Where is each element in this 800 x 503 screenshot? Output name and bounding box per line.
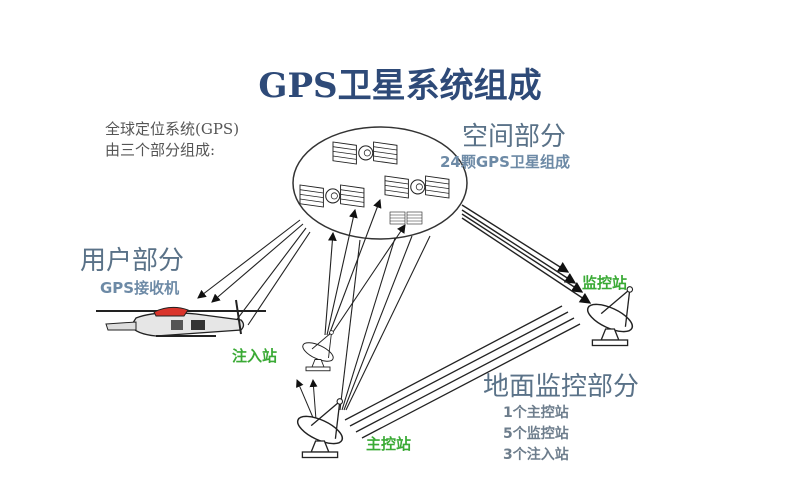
satellite-icon [385, 176, 449, 198]
ground-segment-list: 1个主控站 5个监控站 3个注入站 [503, 403, 569, 466]
master-station-dish-icon [293, 397, 347, 459]
intro-text: 全球定位系统(GPS) 由三个部分组成: [105, 119, 239, 161]
user-segment-heading: 用户部分 [80, 246, 185, 276]
satellite-icon [300, 185, 364, 207]
space-segment-heading: 空间部分 [462, 122, 567, 152]
ground-item: 5个监控站 [503, 426, 569, 442]
satellite-icon [333, 142, 397, 164]
space-segment-ellipse [292, 126, 468, 240]
intro-line-2: 由三个部分组成: [105, 141, 216, 159]
satellite-icon [389, 211, 423, 225]
space-segment-subtitle: 24颗GPS卫星组成 [440, 153, 570, 171]
monitor-station-dish-icon [583, 285, 637, 347]
intro-line-1: 全球定位系统(GPS) [105, 120, 240, 138]
page-title: GPS卫星系统组成 [258, 66, 542, 106]
injection-station-label: 注入站 [232, 347, 278, 365]
ground-item: 1个主控站 [503, 405, 569, 421]
ground-item: 3个注入站 [503, 447, 569, 463]
helicopter-icon [96, 299, 266, 337]
ground-segment-heading: 地面监控部分 [483, 372, 640, 402]
monitor-station-label: 监控站 [582, 274, 628, 292]
injection-station-dish-icon [299, 330, 337, 372]
master-station-label: 主控站 [366, 435, 412, 453]
user-segment-subtitle: GPS接收机 [100, 279, 180, 297]
